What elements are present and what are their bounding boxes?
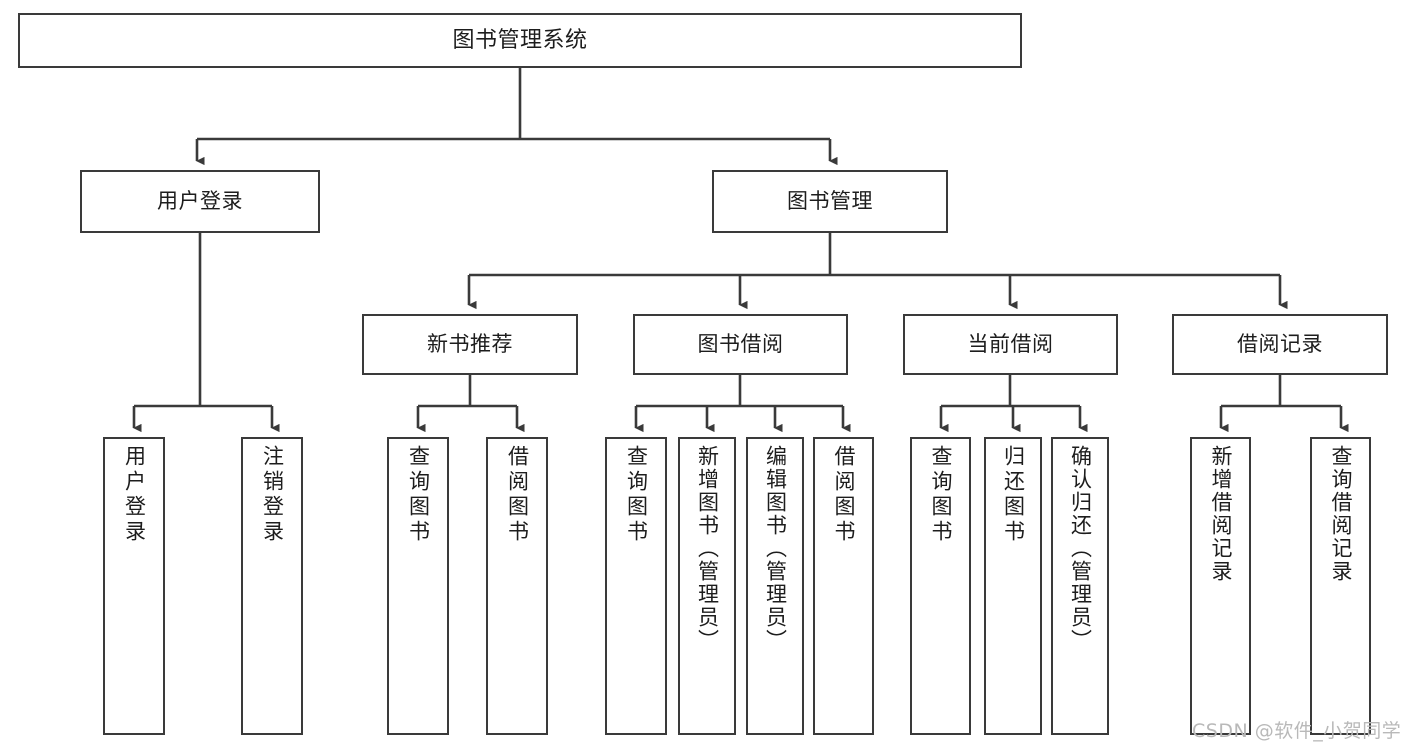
- node-leaf-query-book-current[interactable]: 查询图书: [910, 437, 971, 735]
- node-leaf-query-book-recommend[interactable]: 查询图书: [387, 437, 449, 735]
- node-leaf-user-login-label: 用户登录: [122, 445, 147, 545]
- node-book-borrow[interactable]: 图书借阅: [633, 314, 848, 375]
- node-leaf-edit-book-label: 编辑图书（管理员）: [763, 445, 788, 652]
- node-leaf-query-book-borrow[interactable]: 查询图书: [605, 437, 667, 735]
- watermark-text: CSDN @软件_小贺同学: [1192, 720, 1402, 742]
- node-borrow-record[interactable]: 借阅记录: [1172, 314, 1388, 375]
- node-leaf-borrow-book[interactable]: 借阅图书: [813, 437, 874, 735]
- node-leaf-logout[interactable]: 注销登录: [241, 437, 303, 735]
- node-leaf-return-book[interactable]: 归还图书: [984, 437, 1042, 735]
- node-leaf-query-book-current-label: 查询图书: [929, 445, 953, 545]
- node-leaf-borrow-book-label: 借阅图书: [832, 445, 856, 545]
- node-book-manage-label: 图书管理: [787, 189, 873, 213]
- node-leaf-return-book-label: 归还图书: [1001, 445, 1026, 545]
- node-leaf-confirm-return-label: 确认归还（管理员）: [1068, 445, 1093, 652]
- node-leaf-logout-label: 注销登录: [260, 445, 285, 545]
- node-current-borrow-label: 当前借阅: [967, 332, 1054, 356]
- node-user-login[interactable]: 用户登录: [80, 170, 320, 233]
- node-user-login-label: 用户登录: [157, 189, 243, 213]
- node-leaf-query-book-recommend-label: 查询图书: [406, 445, 431, 545]
- node-current-borrow[interactable]: 当前借阅: [903, 314, 1118, 375]
- node-leaf-add-borrow-record-label: 新增借阅记录: [1209, 445, 1233, 583]
- node-leaf-add-borrow-record[interactable]: 新增借阅记录: [1190, 437, 1251, 735]
- node-book-manage[interactable]: 图书管理: [712, 170, 948, 233]
- node-leaf-borrow-book-recommend-label: 借阅图书: [505, 445, 530, 545]
- node-leaf-user-login[interactable]: 用户登录: [103, 437, 165, 735]
- node-book-borrow-label: 图书借阅: [697, 332, 784, 356]
- node-leaf-edit-book[interactable]: 编辑图书（管理员）: [746, 437, 804, 735]
- node-leaf-add-book-label: 新增图书（管理员）: [695, 445, 720, 652]
- node-leaf-query-borrow-record-label: 查询借阅记录: [1329, 445, 1353, 583]
- node-leaf-query-book-borrow-label: 查询图书: [624, 445, 649, 545]
- node-leaf-query-borrow-record[interactable]: 查询借阅记录: [1310, 437, 1371, 735]
- node-root-system[interactable]: 图书管理系统: [18, 13, 1022, 68]
- node-leaf-confirm-return[interactable]: 确认归还（管理员）: [1051, 437, 1109, 735]
- node-new-book-recommend-label: 新书推荐: [427, 332, 513, 356]
- node-leaf-borrow-book-recommend[interactable]: 借阅图书: [486, 437, 548, 735]
- node-root-system-label: 图书管理系统: [452, 27, 588, 53]
- node-leaf-add-book[interactable]: 新增图书（管理员）: [678, 437, 736, 735]
- node-borrow-record-label: 借阅记录: [1237, 332, 1323, 356]
- node-new-book-recommend[interactable]: 新书推荐: [362, 314, 578, 375]
